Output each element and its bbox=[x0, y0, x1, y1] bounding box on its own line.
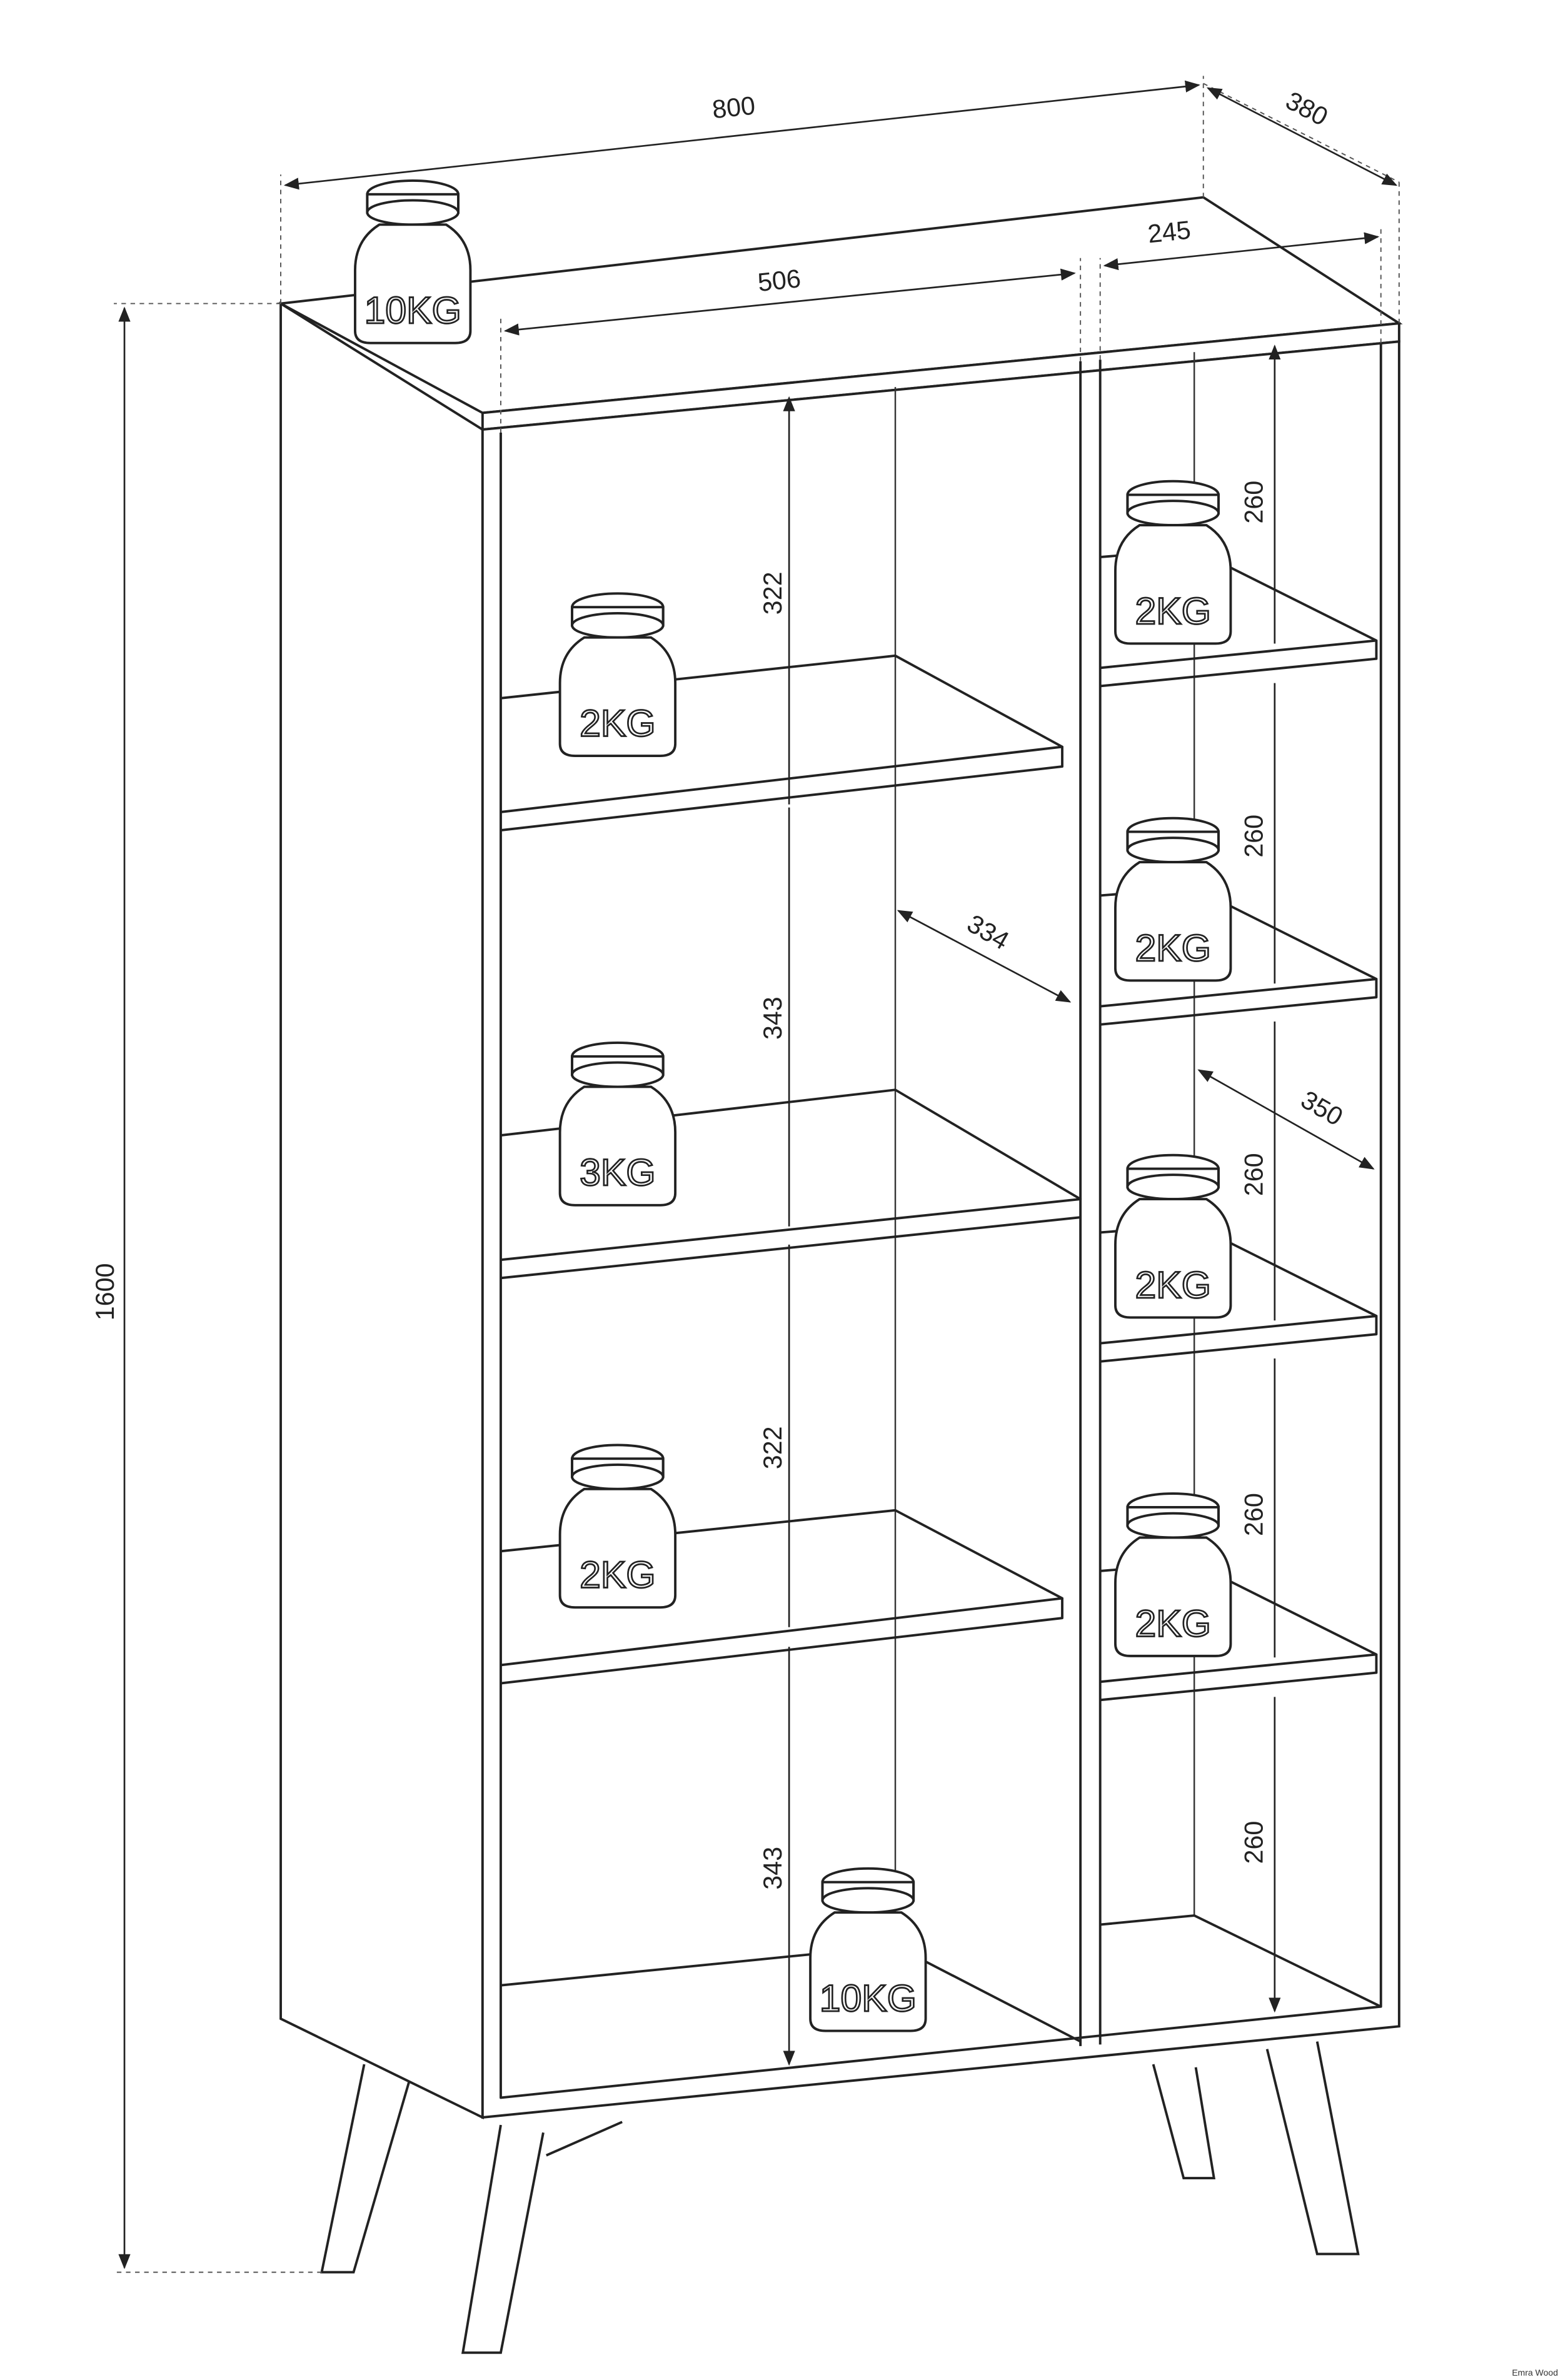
weight-bottom-icon: 10KG bbox=[809, 1867, 927, 2032]
depth-label: 380 bbox=[1281, 86, 1332, 131]
left-shelf-height-2: 343 bbox=[758, 997, 787, 1040]
right-shelf-height-1: 260 bbox=[1239, 481, 1268, 524]
weight-left-shelf-3-icon: 2KG bbox=[558, 1444, 677, 1609]
left-shelf-height-1: 322 bbox=[758, 571, 787, 615]
right-shelf-height-4: 260 bbox=[1239, 1493, 1268, 1536]
weight-left-shelf-1-icon: 2KG bbox=[558, 592, 677, 758]
weight-label: 2KG bbox=[580, 702, 655, 745]
left-shelf-height-4: 343 bbox=[758, 1847, 787, 1890]
weight-right-shelf-2-icon: 2KG bbox=[1114, 816, 1232, 982]
left-section-width-label: 506 bbox=[756, 264, 802, 297]
weight-top-icon: 10KG bbox=[354, 179, 472, 344]
weight-bottom-label: 10KG bbox=[820, 1977, 917, 2019]
extension-lines bbox=[114, 76, 1400, 2273]
weight-top-label: 10KG bbox=[364, 289, 461, 331]
weight-label: 2KG bbox=[580, 1554, 655, 1596]
weight-label: 2KG bbox=[1135, 1263, 1211, 1306]
width-label: 800 bbox=[711, 91, 756, 124]
weight-right-shelf-4-icon: 2KG bbox=[1114, 1492, 1232, 1657]
right-shelf-height-5: 260 bbox=[1239, 1821, 1268, 1864]
weight-label: 2KG bbox=[1135, 1602, 1211, 1644]
weight-label: 2KG bbox=[1135, 590, 1211, 632]
height-label: 1600 bbox=[91, 1263, 119, 1321]
cabinet-body bbox=[276, 196, 1403, 2120]
right-shelf-height-2: 260 bbox=[1239, 815, 1268, 858]
weight-left-shelf-2-icon: 3KG bbox=[558, 1042, 677, 1207]
dimension-lines bbox=[118, 80, 1398, 2269]
left-shelf-height-3: 322 bbox=[758, 1426, 787, 1469]
legs bbox=[320, 2041, 1360, 2354]
right-shelf-height-3: 260 bbox=[1239, 1153, 1268, 1196]
weight-label: 3KG bbox=[580, 1151, 655, 1193]
right-section-width-label: 245 bbox=[1147, 215, 1192, 248]
weight-right-shelf-1-icon: 2KG bbox=[1114, 480, 1232, 645]
credit-text: Emra Wood bbox=[1512, 2367, 1558, 2377]
weight-label: 2KG bbox=[1135, 926, 1211, 969]
weight-right-shelf-3-icon: 2KG bbox=[1114, 1153, 1232, 1319]
